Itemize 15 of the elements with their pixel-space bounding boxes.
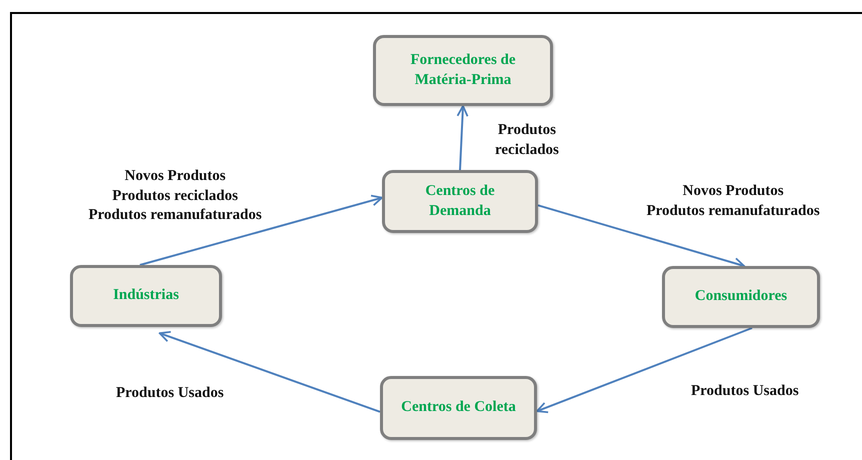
node-label: Centros de Demanda: [424, 182, 496, 220]
process-box: [382, 170, 538, 233]
arrow: [538, 204, 746, 269]
node-label: Indústrias: [113, 286, 179, 306]
process-box: [662, 266, 820, 328]
arrow: [456, 105, 468, 170]
process-box: [380, 376, 537, 440]
arrow: [158, 330, 380, 413]
node-label: Centros de Coleta: [401, 398, 516, 418]
process-box: [70, 265, 222, 327]
process-box: [373, 35, 553, 106]
arrow: [536, 327, 752, 414]
node-label: Consumidores: [694, 287, 788, 306]
node-label: Fornecedores de Matéria-Prima: [409, 51, 517, 90]
arrow: [140, 194, 383, 266]
